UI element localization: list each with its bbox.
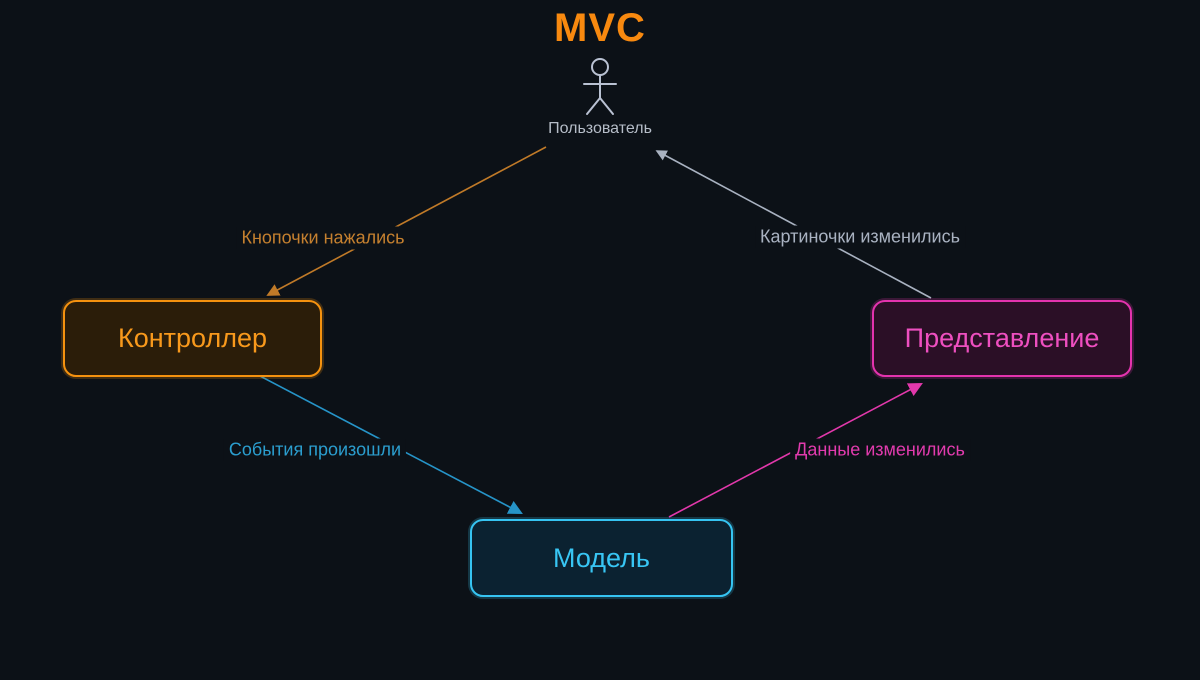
page-title: MVC: [554, 6, 646, 50]
edge-label-model-to-view[interactable]: Данные изменились: [790, 438, 970, 462]
edge-user-to-controller[interactable]: [266, 146, 547, 296]
node-model[interactable]: Модель: [470, 519, 733, 597]
edge-view-to-user[interactable]: [655, 150, 932, 299]
actor-label: Пользователь: [548, 120, 652, 137]
actor-icon[interactable]: [583, 58, 617, 115]
node-controller-label: Контроллер: [117, 323, 267, 353]
node-view[interactable]: Представление: [872, 300, 1132, 377]
node-controller[interactable]: Контроллер: [63, 300, 322, 377]
edge-label-view-to-user[interactable]: Картиночки изменились: [755, 225, 965, 249]
node-model-label: Модель: [553, 542, 650, 573]
edge-label-controller-to-model[interactable]: События произошли: [223, 438, 407, 462]
edge-label-user-to-controller[interactable]: Кнопочки нажались: [236, 226, 410, 250]
node-view-label: Представление: [904, 323, 1100, 353]
